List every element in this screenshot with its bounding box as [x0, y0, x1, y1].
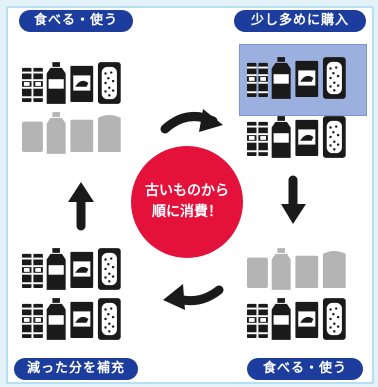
restocked-items-bottom-left	[22, 248, 134, 290]
stock-items-bottom-right	[247, 298, 359, 340]
center-text-line2: 順に消費！	[152, 204, 222, 220]
label-bottom-right: 食べる・使う	[247, 358, 363, 380]
consumed-items-top-left	[22, 112, 134, 154]
arrow-left-icon	[161, 280, 224, 314]
arrow-right-icon	[160, 105, 225, 139]
stock-items-top-right	[247, 116, 359, 158]
label-top-left: 食べる・使う	[19, 10, 133, 32]
arrow-up-icon	[66, 180, 96, 231]
consumed-items-bottom-right	[247, 248, 359, 290]
extra-items-top-right	[247, 57, 359, 99]
stock-items-bottom-left	[22, 298, 134, 340]
center-text-line1: 古いものから	[145, 183, 229, 199]
label-top-right: 少し多めに購入	[234, 10, 366, 32]
stock-items-top-left	[22, 62, 134, 104]
label-bottom-left: 減った分を補充	[14, 358, 138, 380]
arrow-down-icon	[279, 175, 309, 226]
center-circle: 古いものから 順に消費！	[131, 146, 243, 258]
